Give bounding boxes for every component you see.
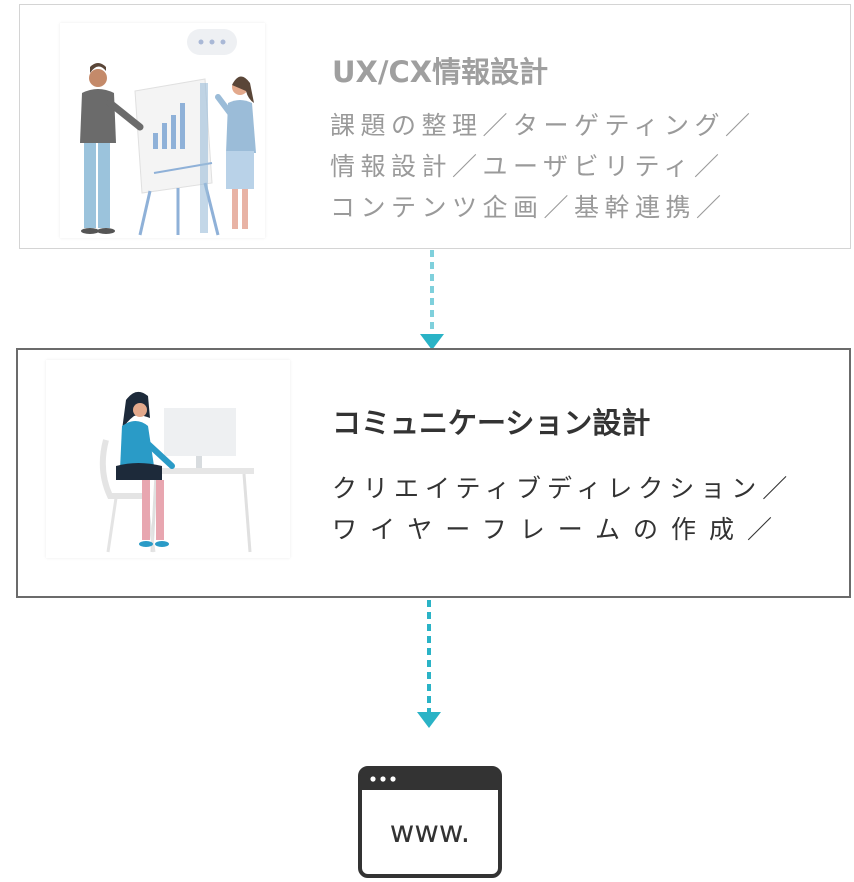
step-card-ux-cx: UX/CX情報設計 課題の整理／ターゲティング／ 情報設計／ユーザビリティ／ コ… — [19, 4, 851, 249]
down-arrow-icon — [420, 250, 444, 350]
description-line: ワイヤーフレームの作成／ — [332, 515, 786, 544]
description-line: 課題の整理／ターゲティング／ — [330, 111, 756, 140]
browser-window-icon: www. — [358, 766, 502, 878]
step-title: コミュニケーション設計 — [332, 406, 651, 440]
description-line: 情報設計／ユーザビリティ／ — [330, 152, 725, 181]
desk-worker-illustration — [46, 360, 290, 558]
website-label: www. — [390, 815, 470, 850]
description-line: クリエイティブディレクション／ — [332, 474, 794, 503]
step-title: UX/CX情報設計 — [332, 55, 549, 89]
step-description: クリエイティブディレクション／ ワイヤーフレームの作成／ — [332, 468, 793, 550]
step-card-communication: コミュニケーション設計 クリエイティブディレクション／ ワイヤーフレームの作成／ — [16, 348, 851, 598]
presentation-illustration-svg — [80, 29, 256, 236]
desk-worker-illustration-svg — [99, 391, 254, 553]
down-arrow-icon — [417, 600, 441, 728]
step-description: 課題の整理／ターゲティング／ 情報設計／ユーザビリティ／ コンテンツ企画／基幹連… — [330, 105, 756, 228]
description-line: コンテンツ企画／基幹連携／ — [330, 193, 727, 222]
presentation-illustration — [60, 23, 265, 238]
